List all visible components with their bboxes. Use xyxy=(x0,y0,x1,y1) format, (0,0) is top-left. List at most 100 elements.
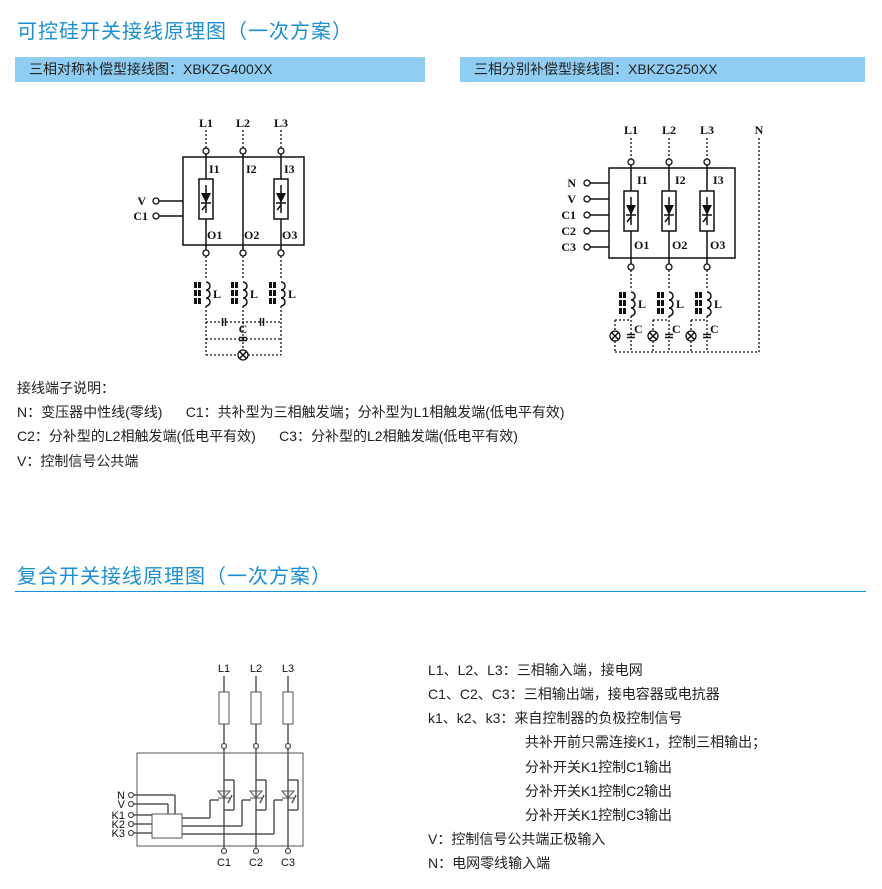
terminal-label: O1 xyxy=(634,238,649,252)
legend-heading: 接线端子说明： xyxy=(17,380,115,396)
legend-line: N：变压器中性线(零线) C1：共补型为三相触发端；分补型为L1相触发端(低电平… xyxy=(17,404,565,420)
coil-icon xyxy=(668,307,674,317)
terminal-icon xyxy=(583,211,591,219)
terminal-icon xyxy=(703,263,711,271)
wire xyxy=(664,216,670,223)
note-line: C1、C2、C3：三相输出端，接电容器或电抗器 xyxy=(428,686,720,702)
core-icon xyxy=(661,300,664,306)
legend-line: C2：分补型的L2相触发端(低电平有效) C3：分补型的L2相触发端(低电平有效… xyxy=(17,428,518,444)
terminal-label: C1 xyxy=(217,857,231,869)
terminal-icon xyxy=(627,263,635,271)
core-icon xyxy=(198,290,201,296)
terminal-label: L3 xyxy=(700,123,714,137)
fuse-icon xyxy=(282,691,294,725)
terminal-label: L1 xyxy=(624,123,638,137)
terminal-label: O2 xyxy=(672,238,687,252)
terminal-icon xyxy=(239,147,247,155)
subtitle-bar-separate: 三相分别补偿型接线图：XBKZG250XX xyxy=(460,57,865,82)
terminal-label: L1 xyxy=(199,116,213,130)
wire xyxy=(291,794,297,804)
core-icon xyxy=(699,308,702,314)
core-icon xyxy=(623,292,626,298)
terminal-label: N xyxy=(117,790,125,802)
core-icon xyxy=(194,282,197,288)
terminal-label: N xyxy=(567,176,576,190)
terminal-icon xyxy=(127,829,135,837)
triac-icon xyxy=(216,790,232,799)
terminal-label: L1 xyxy=(218,663,230,675)
terminal-icon xyxy=(665,263,673,271)
coil-icon xyxy=(668,299,674,309)
terminal-icon xyxy=(627,158,635,166)
coil-icon xyxy=(242,281,248,291)
coil-icon xyxy=(205,281,211,291)
coil-icon xyxy=(706,307,712,317)
triac-icon xyxy=(248,790,264,799)
core-icon xyxy=(661,308,664,314)
terminal-label: I3 xyxy=(284,162,295,176)
terminal-label: L2 xyxy=(236,116,250,130)
core-icon xyxy=(699,300,702,306)
terminal-label: I3 xyxy=(713,173,724,187)
core-icon xyxy=(235,298,238,304)
terminal-icon xyxy=(252,742,260,750)
core-icon xyxy=(619,300,622,306)
core-icon xyxy=(619,308,622,314)
terminal-label: L xyxy=(250,287,258,301)
wire xyxy=(610,331,620,341)
section-divider xyxy=(15,591,866,592)
core-icon xyxy=(194,290,197,296)
terminal-label: L xyxy=(638,297,646,311)
core-icon xyxy=(231,298,234,304)
section-title-composite: 复合开关接线原理图（一次方案） xyxy=(17,566,332,588)
terminal-icon xyxy=(252,847,260,855)
wire xyxy=(702,216,708,223)
wire xyxy=(276,204,282,211)
terminal-icon xyxy=(277,249,285,257)
terminal-icon xyxy=(202,249,210,257)
wire xyxy=(686,331,696,341)
wire xyxy=(259,794,265,804)
core-icon xyxy=(269,298,272,304)
terminal-label: L3 xyxy=(282,663,294,675)
terminal-icon xyxy=(152,197,160,205)
terminal-icon xyxy=(202,147,210,155)
terminal-icon xyxy=(277,147,285,155)
terminal-icon xyxy=(284,847,292,855)
legend-line: V：控制信号公共端 xyxy=(17,453,139,469)
coil-icon xyxy=(280,297,286,307)
core-icon xyxy=(623,308,626,314)
terminal-icon xyxy=(583,243,591,251)
note-line: N：电网零线输入端 xyxy=(428,855,551,871)
terminal-icon xyxy=(239,249,247,257)
terminal-icon xyxy=(152,212,160,220)
terminal-label: L2 xyxy=(662,123,676,137)
core-icon xyxy=(699,292,702,298)
terminal-label: C2 xyxy=(561,224,576,238)
wire xyxy=(648,331,658,341)
coil-icon xyxy=(706,299,712,309)
coil-icon xyxy=(242,297,248,307)
terminal-label: K2 xyxy=(112,819,125,831)
terminal-icon xyxy=(127,800,135,808)
core-icon xyxy=(273,282,276,288)
core-icon xyxy=(198,282,201,288)
coil-icon xyxy=(280,281,286,291)
terminal-label: C3 xyxy=(281,857,295,869)
terminal-label: I1 xyxy=(637,173,648,187)
terminal-label: L xyxy=(676,297,684,311)
terminal-label: V xyxy=(567,192,576,206)
terminal-icon xyxy=(583,227,591,235)
core-icon xyxy=(231,282,234,288)
terminal-label: C xyxy=(239,322,248,336)
terminal-icon xyxy=(583,179,591,187)
terminal-label: L3 xyxy=(274,116,288,130)
terminal-label: L2 xyxy=(250,663,262,675)
core-icon xyxy=(269,282,272,288)
coil-icon xyxy=(242,289,248,299)
terminal-label: L xyxy=(288,287,296,301)
terminal-label: C1 xyxy=(133,209,148,223)
terminal-label: C2 xyxy=(249,857,263,869)
